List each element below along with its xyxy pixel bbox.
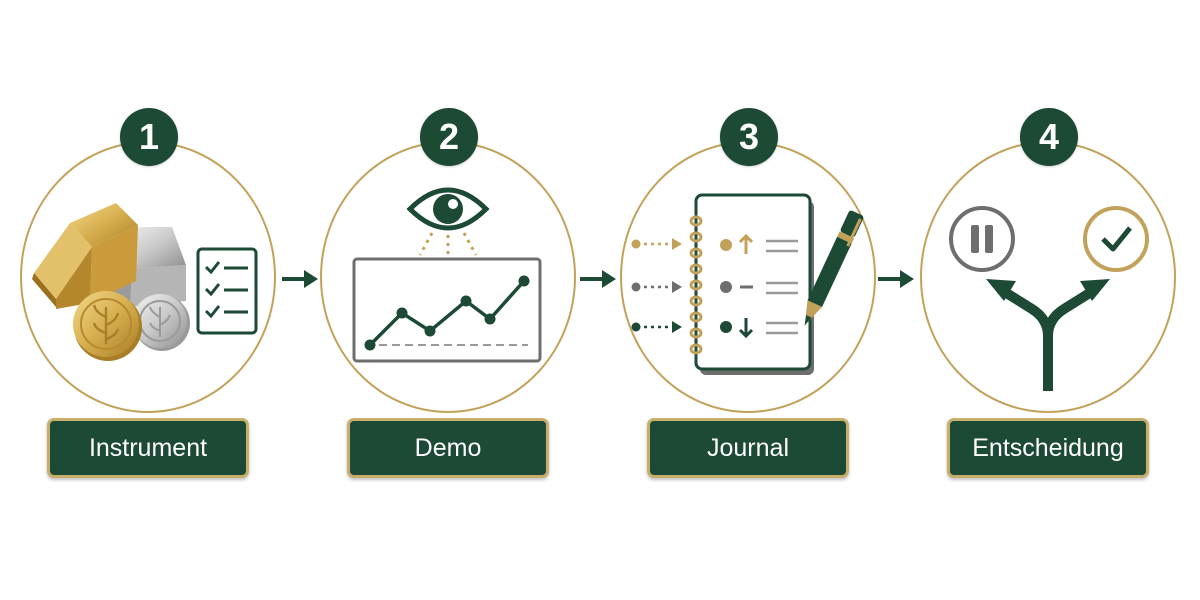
arrow-down-icon bbox=[738, 318, 754, 339]
step-number-badge: 2 bbox=[420, 108, 478, 166]
gold-bar-icon bbox=[32, 203, 138, 309]
step-label: Entscheidung bbox=[947, 418, 1149, 478]
demo-illustration bbox=[352, 187, 542, 363]
arrow-right-icon bbox=[580, 270, 616, 288]
pause-icon bbox=[949, 206, 1015, 272]
check-icon bbox=[1083, 206, 1149, 272]
step-instrument: 1 Instrument bbox=[0, 0, 300, 600]
line-chart-icon bbox=[352, 257, 542, 363]
arrow-right-icon bbox=[878, 270, 914, 288]
entry-arrows bbox=[631, 238, 682, 333]
instrument-illustration bbox=[32, 203, 258, 361]
sight-lines bbox=[418, 232, 478, 256]
pen-icon bbox=[804, 210, 864, 326]
journal-illustration bbox=[631, 193, 864, 375]
step-number-badge: 4 bbox=[1020, 108, 1078, 166]
silver-coin-icon bbox=[133, 294, 190, 351]
eye-icon bbox=[406, 187, 490, 231]
step-label: Journal bbox=[647, 418, 849, 478]
step-entscheidung: 4 Entscheidung bbox=[900, 0, 1200, 600]
step-label: Demo bbox=[347, 418, 549, 478]
step-journal: 3 Journal bbox=[600, 0, 900, 600]
decision-illustration bbox=[949, 206, 1149, 391]
step-number-badge: 3 bbox=[720, 108, 778, 166]
fork-arrow-icon bbox=[997, 284, 1099, 391]
step-demo: 2 Demo bbox=[300, 0, 600, 600]
arrow-right-icon bbox=[282, 270, 318, 288]
step-number-badge: 1 bbox=[120, 108, 178, 166]
step-label: Instrument bbox=[47, 418, 249, 478]
arrow-up-icon bbox=[738, 233, 754, 254]
notebook-icon bbox=[689, 193, 814, 375]
checklist-icon bbox=[196, 247, 258, 335]
gold-coin-icon bbox=[73, 291, 142, 361]
